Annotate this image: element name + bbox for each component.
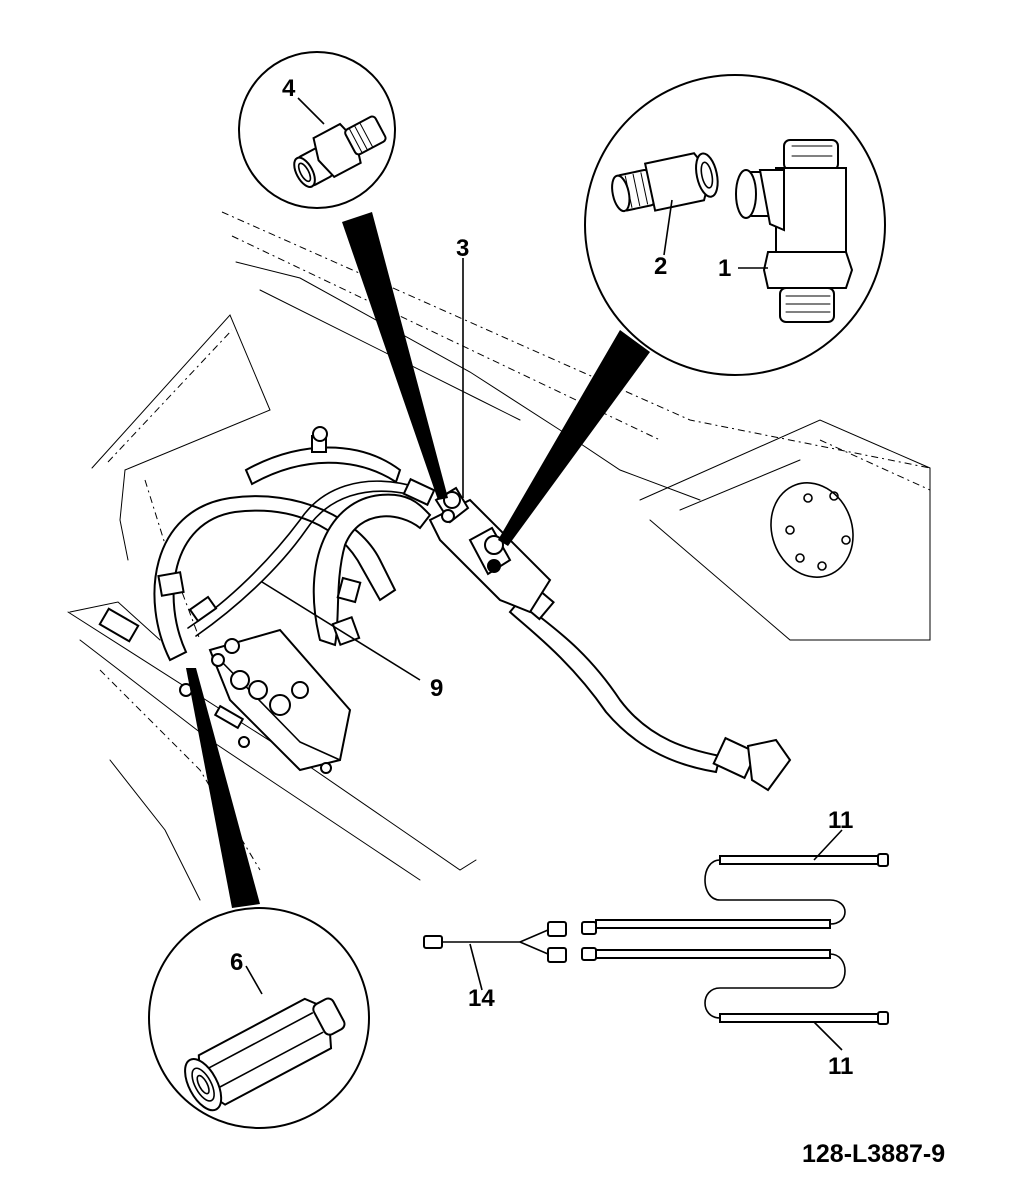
callout-9: 9 (430, 675, 443, 702)
callout-14: 14 (468, 985, 495, 1012)
callout-6: 6 (230, 949, 243, 976)
sensor-lead-cables (595, 853, 889, 1025)
callout-labels: 4 3 2 1 9 11 11 14 6 (230, 75, 853, 1080)
callout-11-top: 11 (828, 807, 853, 834)
wiring-harness (423, 921, 597, 963)
detail-bubble-item-4 (238, 51, 448, 500)
callout-11-bottom: 11 (828, 1053, 853, 1080)
callout-4: 4 (282, 75, 296, 102)
callout-2: 2 (654, 253, 667, 280)
hydraulic-hoses (153, 446, 722, 774)
leader-lines (245, 97, 843, 1051)
drawing-id: 128-L3887-9 (802, 1140, 945, 1168)
callout-1: 1 (718, 255, 731, 282)
tee-manifold-assembly (428, 486, 552, 614)
detail-bubble-items-1-2 (498, 74, 886, 546)
control-valve-block (179, 628, 352, 774)
swivel-tee (735, 139, 854, 323)
detail-bubble-item-6 (148, 668, 370, 1129)
callout-3: 3 (456, 235, 469, 262)
